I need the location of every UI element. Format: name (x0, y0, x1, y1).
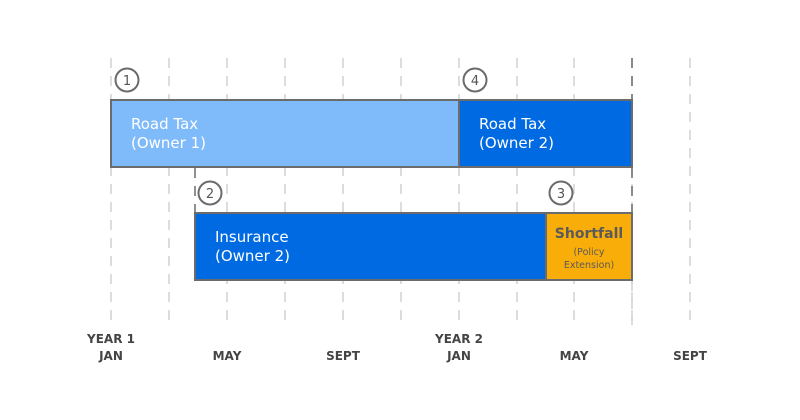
marker-4: 4 (462, 67, 488, 93)
marker-2: 2 (197, 180, 223, 206)
marker-4-number: 4 (471, 74, 479, 89)
shortfall-sub2: Extension) (564, 260, 614, 271)
axis-label-may-1: MAY (213, 349, 242, 363)
shortfall-segment (546, 213, 632, 280)
axis-label-jan-1: JAN (98, 349, 123, 363)
insurance-owner2-segment (195, 213, 546, 280)
marker-3: 3 (548, 180, 574, 206)
marker-2-number: 2 (206, 187, 214, 202)
axis-label-may-2: MAY (560, 349, 589, 363)
marker-3-number: 3 (557, 187, 565, 202)
road-tax-owner1-sublabel: (Owner 1) (131, 134, 206, 152)
insurance-outline (194, 212, 633, 281)
marker-1-number: 1 (123, 74, 131, 89)
axis-label-sept-2: SEPT (673, 349, 708, 363)
insurance-bar: Insurance (Owner 2) Shortfall (Policy Ex… (194, 212, 633, 281)
axis-label-year2: YEAR 2 (434, 332, 483, 346)
road-tax-owner1-label: Road Tax (131, 115, 198, 133)
insurance-label: Insurance (215, 228, 289, 246)
shortfall-sub1: (Policy (573, 247, 604, 258)
road-tax-outline (110, 99, 633, 168)
axis-label-jan-2: JAN (446, 349, 471, 363)
axis-labels: YEAR 1 JAN MAY SEPT YEAR 2 JAN MAY SEPT (86, 332, 708, 363)
road-tax-owner2-sublabel: (Owner 2) (479, 134, 554, 152)
axis-label-sept-1: SEPT (326, 349, 361, 363)
shortfall-title: Shortfall (555, 226, 623, 242)
markers: 1 4 2 3 (114, 67, 574, 206)
road-tax-owner1-segment (111, 100, 459, 167)
boundary-connectors (194, 58, 633, 325)
axis-label-year1: YEAR 1 (86, 332, 135, 346)
road-tax-owner2-label: Road Tax (479, 115, 546, 133)
road-tax-bar: Road Tax (Owner 1) Road Tax (Owner 2) (110, 99, 633, 168)
marker-1: 1 (114, 67, 140, 93)
road-tax-owner2-segment (459, 100, 632, 167)
insurance-sublabel: (Owner 2) (215, 247, 290, 265)
